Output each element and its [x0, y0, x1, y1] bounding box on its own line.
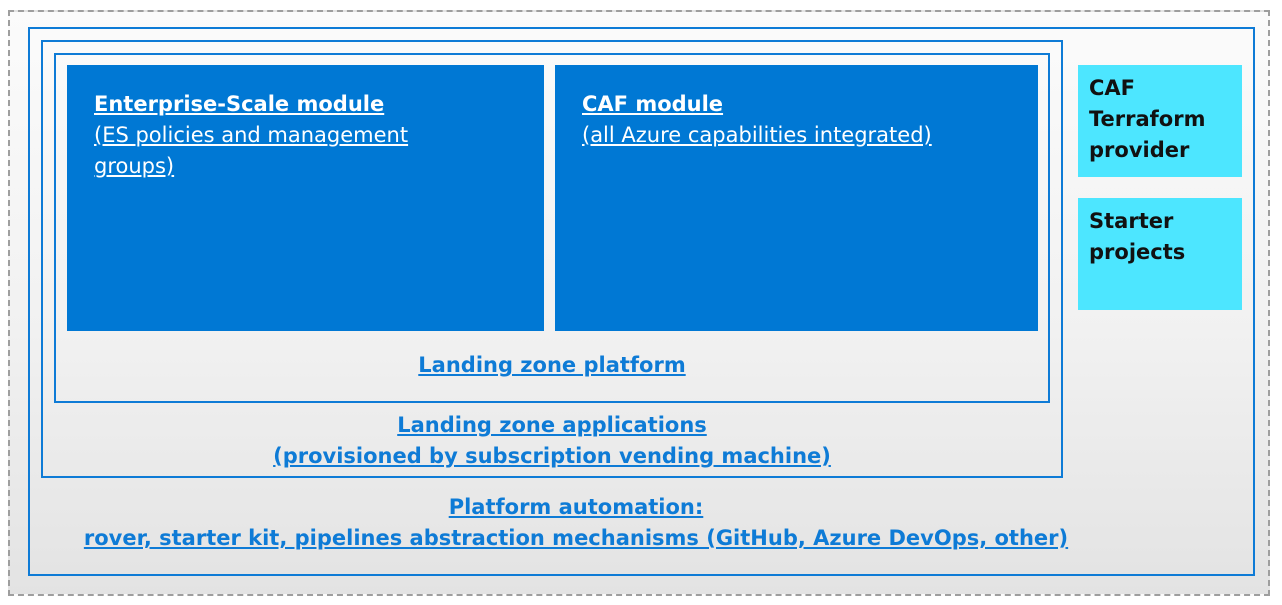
starter-projects-line-1: Starter	[1089, 209, 1174, 233]
caf-terraform-provider-card: CAF Terraform provider	[1078, 65, 1242, 177]
caf-module-box[interactable]: CAF module (all Azure capabilities integ…	[555, 65, 1038, 331]
caf-module-subtitle[interactable]: (all Azure capabilities integrated)	[582, 123, 932, 147]
platform-automation-subtitle[interactable]: rover, starter kit, pipelines abstractio…	[83, 526, 1069, 550]
caf-terraform-provider-line-1: CAF	[1089, 76, 1136, 100]
enterprise-scale-module-box[interactable]: Enterprise-Scale module (ES policies and…	[67, 65, 544, 331]
enterprise-scale-module-title[interactable]: Enterprise-Scale module	[94, 92, 385, 116]
caf-terraform-provider-line-3: provider	[1089, 138, 1190, 162]
caf-terraform-provider-line-2: Terraform	[1089, 107, 1206, 131]
platform-automation-caption[interactable]: Platform automation: rover, starter kit,…	[28, 492, 1124, 554]
platform-automation-title[interactable]: Platform automation:	[448, 495, 704, 519]
enterprise-scale-module-subtitle-line-2[interactable]: groups)	[94, 154, 175, 178]
landing-zone-applications-caption[interactable]: Landing zone applications (provisioned b…	[41, 410, 1063, 472]
platform-automation-frame	[28, 27, 1255, 576]
landing-zone-platform-frame	[54, 53, 1050, 403]
landing-zone-applications-title[interactable]: Landing zone applications	[397, 413, 707, 437]
caf-module-title[interactable]: CAF module	[582, 92, 724, 116]
landing-zone-platform-caption[interactable]: Landing zone platform	[418, 353, 686, 377]
landing-zone-applications-frame	[41, 40, 1063, 478]
landing-zone-applications-subtitle[interactable]: (provisioned by subscription vending mac…	[273, 444, 831, 468]
starter-projects-line-2: projects	[1089, 240, 1186, 264]
enterprise-scale-module-subtitle-line-1[interactable]: (ES policies and management	[94, 123, 409, 147]
starter-projects-card: Starter projects	[1078, 198, 1242, 310]
